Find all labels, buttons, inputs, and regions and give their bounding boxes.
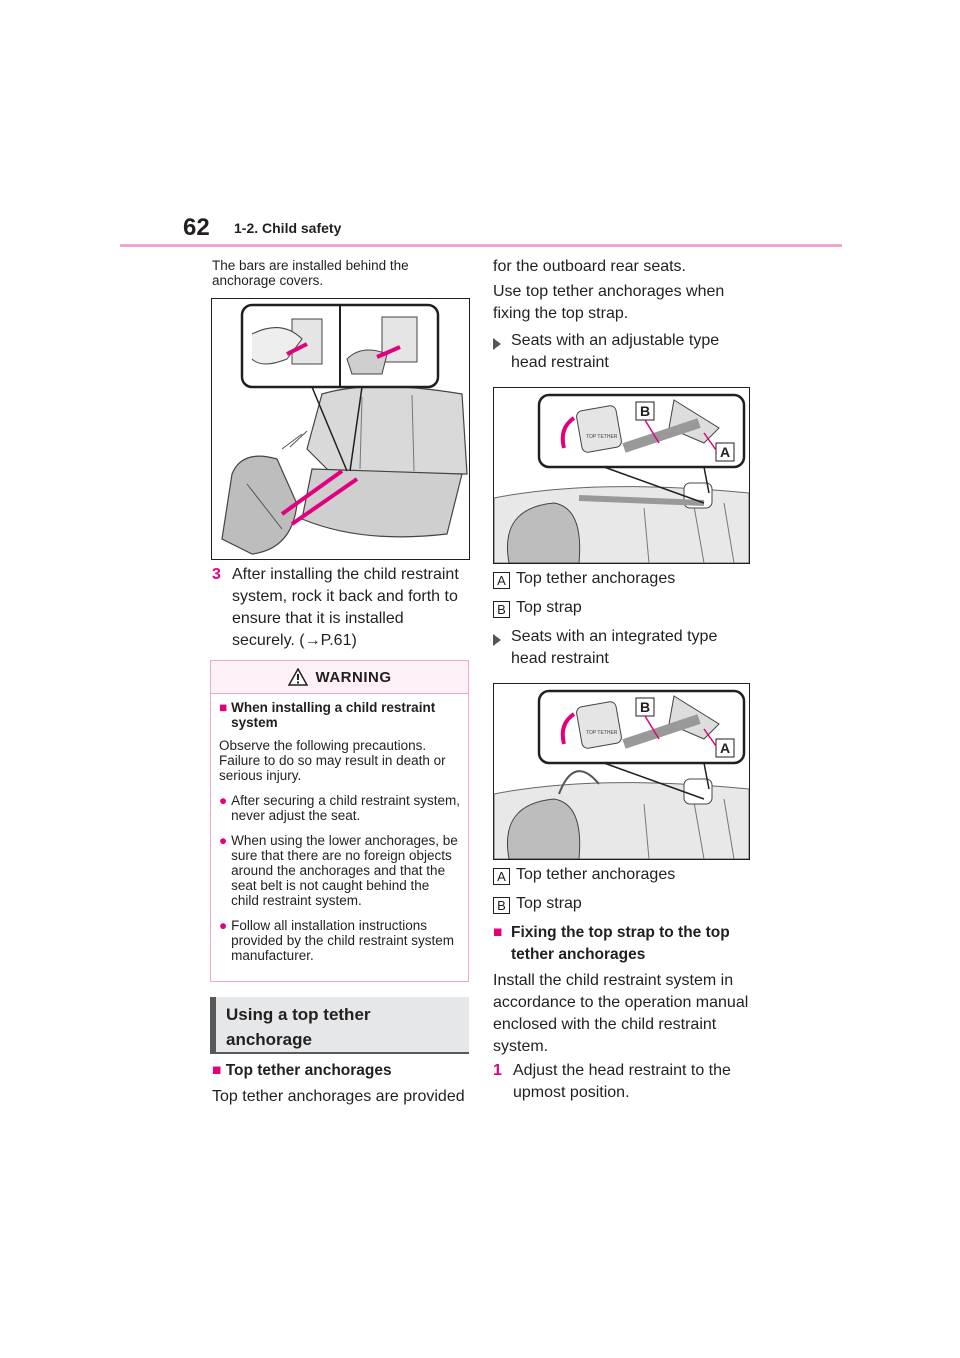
triangle-bullet-icon [493,338,501,350]
page-number: 62 [183,214,210,241]
step-3-number: 3 [212,566,221,583]
sub-heading-top-tether: ■ Top tether anchorages [212,1060,467,1082]
case-integrated-text: Seats with an integrated type head restr… [511,628,718,667]
para-install: Install the child restraint system in ac… [493,972,749,1055]
callout-b: B [640,403,650,419]
warning-subhead: When installing a child restraint system [231,700,436,730]
legend-key-b: B [493,601,510,618]
figure-lower-anchorage [211,298,470,560]
circle-bullet-icon: ● [219,793,228,808]
step-1: 1 Adjust the head restraint to the upmos… [493,1060,748,1104]
warning-box: WARNING ■ When installing a child restra… [210,660,469,982]
legend1-a: A Top tether anchorages [493,568,675,590]
triangle-bullet-icon [493,634,501,646]
figure-integrated: TOP TETHER B A [493,683,750,860]
warning-body: ■ When installing a child restraint syst… [211,694,468,963]
legend2-b: B Top strap [493,893,582,915]
circle-bullet-icon: ● [219,918,228,933]
warning-item-text: Follow all installation instructions pro… [231,918,455,963]
legend-key-a: A [493,868,510,885]
legend2-a: A Top tether anchorages [493,864,675,886]
legend-text: Top tether anchorages [516,866,676,883]
step-1-text: Adjust the head restraint to the upmost … [513,1062,731,1101]
header-rule [120,244,842,247]
warning-item-text: When using the lower anchorages, be sure… [231,833,458,908]
intro-note: The bars are installed behind the anchor… [212,258,409,288]
square-bullet-icon: ■ [493,924,503,941]
legend-text: Top tether anchorages [516,570,676,587]
warning-title: WARNING [315,668,392,686]
legend1-b: B Top strap [493,597,582,619]
top-tether-symbol-text: TOP TETHER [586,434,618,440]
legend-key-b: B [493,897,510,914]
para-top-tether: Top tether anchorages are provided [212,1088,465,1105]
step-1-number: 1 [493,1062,502,1079]
para-use: Use top tether anchorages when fixing th… [493,283,725,322]
step-3: 3 After installing the child restraint s… [212,564,467,652]
case-adjustable: Seats with an adjustable type head restr… [493,330,743,374]
warning-triangle-icon [287,668,308,686]
square-bullet-icon: ■ [212,1062,222,1079]
warning-item: ● When using the lower anchorages, be su… [219,833,460,908]
case-integrated: Seats with an integrated type head restr… [493,626,743,670]
top-tether-symbol-text: TOP TETHER [586,730,618,736]
warning-header: WARNING [211,661,468,694]
legend-text: Top strap [516,895,582,912]
warning-intro: Observe the following precautions. Failu… [219,738,446,783]
circle-bullet-icon: ● [219,833,228,848]
sub-heading-fixing-text: Fixing the top strap to the top tether a… [511,924,730,963]
callout-a: A [720,444,730,460]
sub-heading-text: Top tether anchorages [225,1062,392,1079]
legend-text: Top strap [516,599,582,616]
warning-item: ● Follow all installation instructions p… [219,918,460,963]
warning-subhead-row: ■ When installing a child restraint syst… [219,700,460,730]
step-3-text: After installing the child restraint sys… [232,566,459,649]
case-adjustable-text: Seats with an adjustable type head restr… [511,332,720,371]
callout-b: B [640,699,650,715]
section-heading: Using a top tether anchorage [210,997,469,1054]
square-bullet-icon: ■ [219,700,228,715]
figure-adjustable: TOP TETHER B A [493,387,750,564]
para-cont: for the outboard rear seats. [493,258,686,275]
warning-item: ● After securing a child restraint syste… [219,793,460,823]
legend-key-a: A [493,572,510,589]
sub-heading-fixing: ■ Fixing the top strap to the top tether… [493,922,748,966]
warning-item-text: After securing a child restraint system,… [231,793,460,823]
section-title: 1-2. Child safety [234,220,342,236]
callout-a: A [720,740,730,756]
